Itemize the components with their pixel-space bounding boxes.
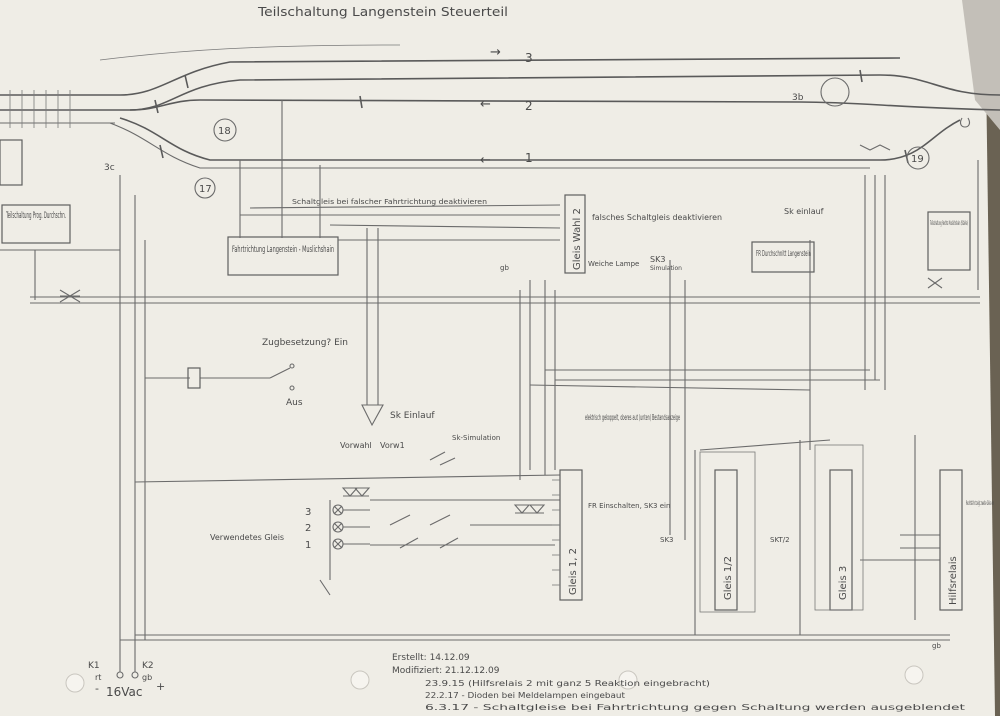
text-hilfsrelais: Hilfsrelais — [948, 556, 959, 605]
box-fr-durchschnitt — [751, 241, 815, 273]
text-rt: rt — [95, 673, 101, 682]
text-gb-bottom: gb — [932, 642, 941, 650]
track-3-arrow: → — [490, 45, 501, 60]
text-aus: Aus — [286, 398, 303, 408]
lamp-label-1: 1 — [305, 540, 311, 551]
text-fr-einschalten: FR Einschalten, SK3 ein — [588, 502, 670, 510]
signal-right — [959, 117, 971, 128]
text-plus: + — [156, 680, 165, 693]
sleepers-left — [9, 90, 71, 128]
text-gleis-wahl: Gleis Wahl 2 — [572, 208, 583, 270]
track-ghost — [99, 44, 401, 61]
punch-hole-4 — [904, 665, 924, 685]
text-gleis-mid: Gleis 1/2 — [723, 556, 734, 600]
text-sk3-mid: SK3 — [660, 536, 674, 544]
text-teilschaltung-rechts: Teilschaltung Rechts Muslichshain (Stärk… — [930, 220, 968, 227]
relay-gleis-mid — [714, 469, 738, 611]
coupler-symbol-right — [927, 277, 943, 289]
text-voltage: 16Vac — [106, 685, 143, 699]
text-vorwahl: Vorwahl — [340, 441, 372, 450]
text-k2: K2 — [142, 661, 154, 671]
coupler-symbol — [59, 289, 81, 303]
track-1-arrow: ← — [480, 153, 491, 168]
text-sk3: SK3 — [650, 255, 665, 264]
power-supply — [116, 665, 139, 679]
text-sk-einlauf-mid: Sk Einlauf — [390, 411, 435, 421]
relay-left-pins — [552, 479, 560, 586]
wiring — [0, 100, 980, 665]
text-zugbesetzung: Zugbesetzung? Ein — [262, 338, 348, 348]
punch-hole-1 — [65, 673, 85, 693]
punch-hole-3 — [618, 670, 638, 690]
note-0: Erstellt: 14.12.09 — [392, 653, 470, 663]
text-gb-top: gb — [500, 264, 509, 272]
track-2-arrow: ← — [480, 97, 491, 112]
text-sk-simulation: Sk-Simulation — [452, 434, 500, 442]
relay-hilfsrelais — [939, 469, 963, 611]
lamps — [319, 500, 370, 596]
circle-switch-right — [820, 77, 850, 107]
relay-gleis-wahl — [564, 194, 586, 274]
circle-19 — [906, 146, 930, 170]
text-fr-durchschnitt: FR Durchschnitt Langenstein — [756, 249, 811, 258]
text-gb-power: gb — [142, 673, 152, 682]
text-vorw1: Vorw1 — [380, 441, 405, 450]
lamp-label-2: 2 — [305, 523, 311, 534]
left-edge-box — [0, 139, 23, 186]
track-2 — [129, 99, 1000, 111]
text-minus: - — [95, 682, 99, 695]
label-3b: 3b — [792, 93, 804, 103]
text-k1: K1 — [88, 661, 100, 671]
switch-zugbesetzung — [269, 367, 291, 379]
track-layout: → 3 ← 2 ← 1 18 17 19 3b 3c — [0, 44, 1000, 199]
box-teilschaltung-rechts — [927, 211, 971, 271]
track-3-label: 3 — [525, 51, 533, 65]
track-outer-top — [0, 57, 901, 96]
note-1: Modifiziert: 21.12.12.09 — [392, 666, 500, 676]
text-elektrisch: elektrisch gekoppelt, oberes aut (unten)… — [585, 413, 680, 422]
track-1-label: 1 — [525, 151, 533, 165]
note-2: 23.9.15 (Hilfsrelais 2 mit ganz 5 Reakti… — [425, 679, 710, 688]
switch-contact-ein — [289, 363, 295, 369]
box-fahrtrichtung — [227, 236, 339, 276]
text-right-side: Rechtsfahrt zeigt zweite Gleis ein — [966, 500, 994, 507]
fuse-symbol — [187, 367, 201, 389]
sk-einlauf-arrow — [361, 404, 384, 427]
text-gleis-3: Gleis 3 — [838, 566, 849, 600]
label-18: 18 — [218, 126, 231, 137]
lamp-label-3: 3 — [305, 507, 311, 518]
text-gleis-left: Gleis 1, 2 — [568, 548, 579, 595]
text-verwendetes-gleis: Verwendetes Gleis — [210, 533, 284, 542]
label-19: 19 — [911, 154, 924, 165]
track-2-label: 2 — [525, 99, 533, 113]
text-weiche-lampe: Weiche Lampe — [588, 260, 639, 268]
text-fahrtrichtung: Fahrtrichtung Langenstein - Muslichshain — [232, 245, 334, 255]
relay-contacts — [389, 451, 459, 549]
diodes — [341, 487, 546, 514]
circle-17 — [194, 177, 216, 199]
paper-corner-fold — [962, 0, 1000, 130]
label-3c: 3c — [104, 163, 115, 173]
text-sk3-sub: Simulation — [650, 265, 682, 272]
text-schaltgleis-falsche: Schaltgleis bei falscher Fahrtrichtung d… — [292, 198, 487, 206]
track-1 — [119, 117, 961, 161]
contact-strip — [859, 144, 891, 151]
switch-contact-aus — [289, 385, 295, 391]
relay-nest-outlines — [699, 444, 864, 613]
relay-gleis-left — [559, 469, 583, 601]
box-teilschaltung-prog — [1, 204, 71, 244]
note-3: 22.2.17 - Dioden bei Meldelampen eingeba… — [425, 691, 625, 700]
circle-18 — [213, 118, 237, 142]
text-skt12: SKT/2 — [770, 536, 790, 544]
page-title: Teilschaltung Langenstein Steuerteil — [257, 5, 508, 19]
track-1-inner — [109, 122, 870, 169]
label-17: 17 — [199, 184, 212, 195]
punch-hole-2 — [350, 670, 370, 690]
text-teilschaltung-prog: Teilschaltung Prog. Durchschn. — [6, 211, 66, 221]
note-4: 6.3.17 - Schaltgleise bei Fahrtrichtung … — [425, 703, 965, 712]
text-falsches-schaltgleis: falsches Schaltgleis deaktivieren — [592, 213, 722, 222]
text-sk-einlauf-top: Sk einlauf — [784, 207, 824, 216]
